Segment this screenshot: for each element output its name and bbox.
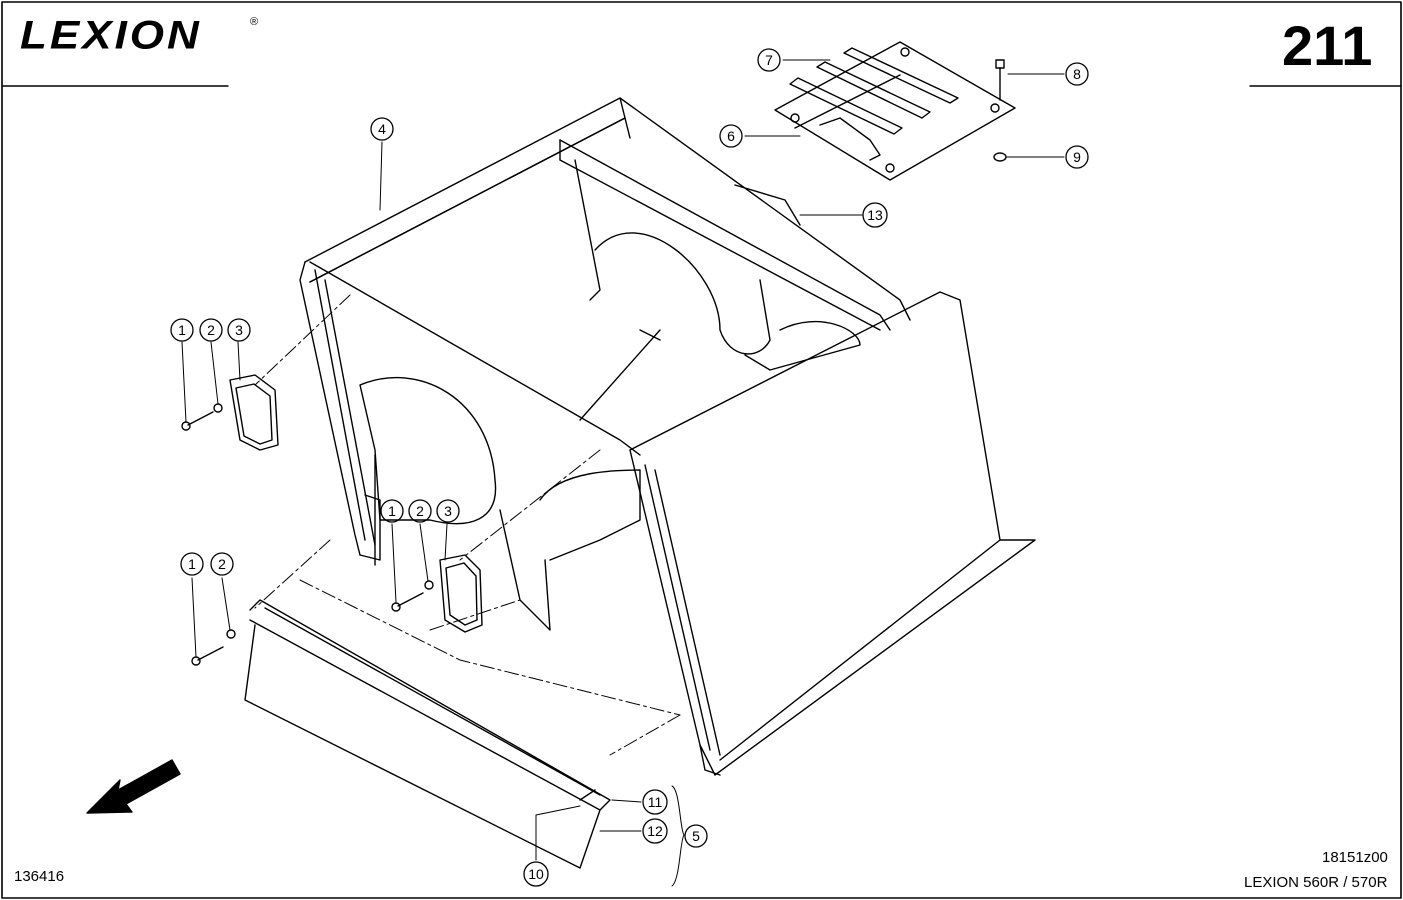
callout-10: 10 (523, 861, 549, 887)
svg-text:11: 11 (648, 794, 663, 810)
svg-text:2: 2 (207, 322, 215, 338)
washer-2-lower (226, 629, 236, 639)
bolt-1-lower (191, 646, 224, 666)
svg-text:9: 9 (1073, 149, 1081, 165)
registered-mark: ® (250, 16, 259, 28)
nut-9 (993, 152, 1007, 162)
callout-6: 6 (719, 124, 743, 148)
bracket-13 (734, 184, 801, 226)
callout-4: 4 (370, 117, 394, 141)
strips-7 (789, 47, 959, 135)
svg-text:6: 6 (727, 128, 735, 144)
drawing-reference: 18151z00 (1322, 849, 1388, 866)
washer-2-upper (213, 403, 223, 413)
callout-5: 5 (684, 824, 708, 848)
callout-2-middle: 2 (408, 499, 432, 523)
svg-text:12: 12 (647, 823, 663, 839)
svg-text:2: 2 (416, 503, 424, 519)
callouts: 1 2 3 1 2 3 1 2 4 5 6 7 8 9 10 11 12 13 (170, 48, 1089, 887)
svg-text:4: 4 (378, 121, 386, 137)
svg-text:5: 5 (692, 828, 700, 844)
callout-12: 12 (642, 818, 668, 844)
alignment-lines (254, 294, 681, 756)
part-number: 136416 (14, 868, 65, 885)
washer-2-middle (424, 580, 434, 590)
svg-text:8: 8 (1073, 66, 1081, 82)
svg-text:13: 13 (867, 207, 883, 223)
leader-lines (181, 59, 1065, 887)
callout-9: 9 (1065, 145, 1089, 169)
svg-text:1: 1 (178, 322, 186, 338)
page-number: 211 (1282, 14, 1373, 77)
callout-2-upper: 2 (199, 318, 223, 342)
callout-3-middle: 3 (436, 499, 460, 523)
seal-plate-3-lower (439, 554, 483, 633)
callout-3-upper: 3 (227, 318, 251, 342)
callout-1-lower: 1 (180, 552, 204, 576)
housing-frame-4 (299, 97, 1036, 776)
brand-logo: LEXION (20, 13, 202, 58)
callout-2-lower: 2 (210, 552, 234, 576)
callout-11: 11 (642, 789, 668, 815)
direction-arrow-icon (86, 759, 181, 814)
svg-text:3: 3 (235, 322, 243, 338)
svg-text:10: 10 (528, 866, 544, 882)
svg-text:3: 3 (444, 503, 452, 519)
seal-plate-3-upper (229, 374, 279, 451)
callout-1-middle: 1 (380, 499, 404, 523)
bolt-1-middle (391, 592, 424, 612)
callout-7: 7 (757, 48, 781, 72)
svg-text:1: 1 (188, 556, 196, 572)
callout-8: 8 (1065, 62, 1089, 86)
cover-plate-6 (774, 41, 1016, 181)
svg-text:7: 7 (765, 52, 773, 68)
bolt-8 (995, 59, 1005, 101)
flap-assembly-5 (244, 599, 611, 869)
model-designation: LEXION 560R / 570R (1244, 874, 1388, 891)
callout-13: 13 (862, 202, 888, 228)
callout-1-upper: 1 (170, 318, 194, 342)
svg-text:2: 2 (218, 556, 226, 572)
svg-text:1: 1 (388, 503, 396, 519)
bolt-1-upper (181, 411, 214, 431)
